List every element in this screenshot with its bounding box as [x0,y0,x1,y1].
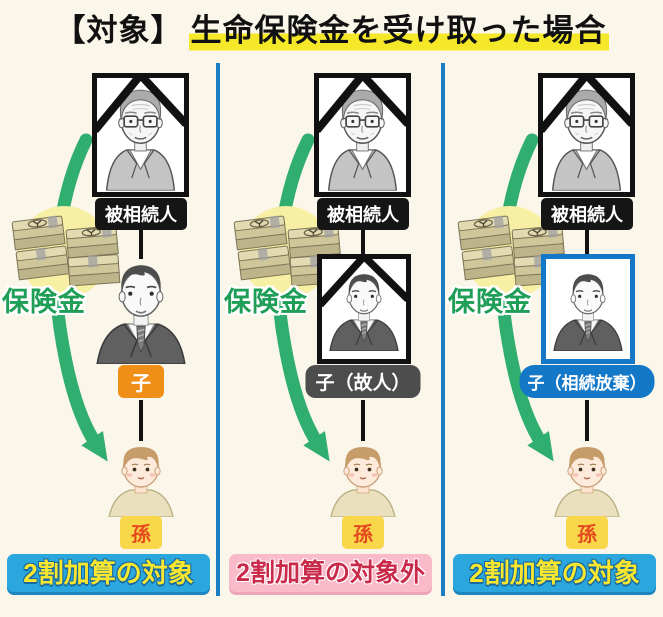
child-portrait-renounced [541,254,635,364]
deceased-label: 被相続人 [95,198,187,230]
deceased-label: 被相続人 [317,198,409,230]
child-label: 子（故人） [305,365,421,398]
page-title: 【対象】生命保険金を受け取った場合 [0,5,663,52]
child-label: 子 [118,365,164,398]
result-banner: 2割加算の対象 [453,554,656,592]
grandchild-label: 孫 [566,516,608,549]
family-line [585,230,589,259]
family-line [361,230,365,259]
child-label: 子（相続放棄） [519,365,655,398]
insurance-flow-arrow [50,133,108,462]
insurance-money-label: 保険金 [224,287,308,317]
title-highlight: 生命保険金を受け取った場合 [188,13,609,52]
insurance-money-label: 保険金 [2,287,86,317]
column-divider [441,63,445,596]
child-portrait-deceased [317,254,411,364]
grandchild-portrait [547,442,627,517]
scenario-column-2: 保険金 被相続人 子（故人） 孫 2割加算の対象外 [222,60,439,605]
deceased-portrait [92,73,189,197]
title-prefix: 【対象】 [54,13,183,48]
result-banner: 2割加算の対象 [7,554,210,592]
family-line [139,230,143,259]
result-banner: 2割加算の対象外 [229,554,432,592]
grandchild-label: 孫 [342,516,384,549]
deceased-label: 被相続人 [541,198,633,230]
column-divider [216,63,220,596]
grandchild-portrait [323,442,403,517]
funeral-ribbon-icon [319,78,406,141]
funeral-ribbon-icon [97,78,184,141]
child-portrait [87,256,195,364]
deceased-portrait [314,73,411,197]
family-line [361,400,365,441]
scenario-column-1: 保険金 被相続人 子 孫 2割加算の対象 [0,60,217,605]
scenario-column-3: 保険金 被相続人 子（相続放棄） 孫 2割加算の対象 [446,60,663,605]
insurance-flow-arrow [496,133,554,462]
insurance-money-label: 保険金 [448,287,532,317]
man-illustration [546,259,630,359]
insurance-flow-arrow [272,133,330,462]
grandchild-portrait [101,442,181,517]
funeral-ribbon-icon [543,78,630,141]
grandchild-label: 孫 [120,516,162,549]
family-line [585,400,589,441]
funeral-ribbon-icon [322,259,406,314]
family-line [139,400,143,441]
deceased-portrait [538,73,635,197]
